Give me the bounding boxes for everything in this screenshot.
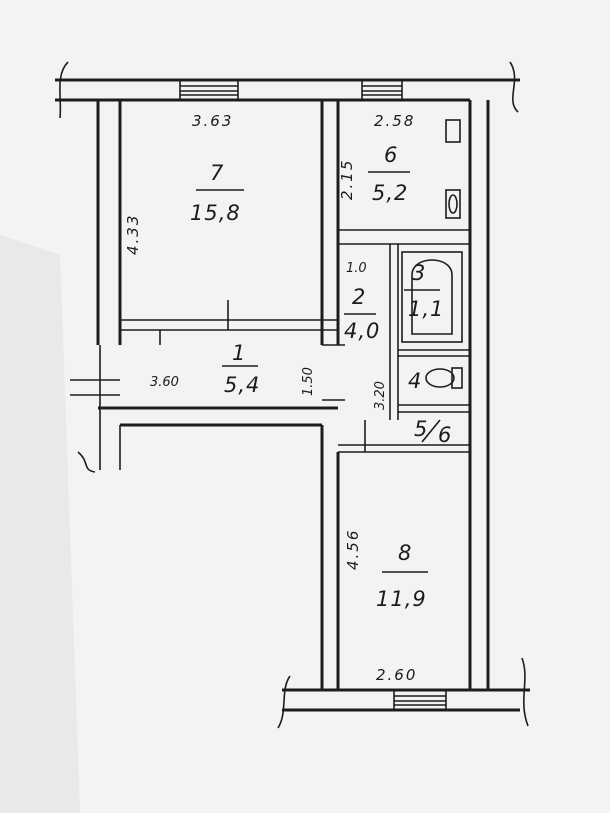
dim-top-left: 3.63 (192, 112, 233, 130)
room-3-id: 3 (412, 261, 426, 285)
labels: 3.63 2.58 7 15,8 6 5,2 4.33 2.15 1.0 2 4… (124, 112, 452, 684)
room-6-area: 5,2 (372, 181, 408, 205)
dim-small-1: 1.0 (346, 261, 367, 276)
room-7-area: 15,8 (190, 201, 241, 225)
room-7-id: 7 (210, 161, 224, 185)
dim-top-right: 2.58 (374, 112, 415, 130)
room-3-area: 1,1 (408, 297, 444, 321)
interior-walls (70, 100, 470, 690)
room-5-label: 5 (414, 417, 428, 441)
room-2-id: 2 (352, 285, 366, 309)
room-1-area: 5,4 (224, 373, 260, 397)
room-5-area: 6 (438, 423, 452, 447)
room-8-area: 11,9 (376, 587, 427, 611)
dim-small-3: 3.20 (373, 381, 388, 410)
room-4-id: 4 (408, 369, 422, 393)
dim-bedroom-width: 2.60 (376, 666, 417, 684)
dim-left-height: 4.33 (124, 214, 142, 255)
dim-bedroom-height: 4.56 (344, 529, 362, 570)
room-8-id: 8 (398, 541, 412, 565)
dim-kitchen-height: 2.15 (338, 159, 356, 200)
paper-shadow (0, 235, 80, 813)
windows (179, 79, 447, 711)
dim-small-2: 1.50 (301, 367, 316, 396)
room-1-id: 1 (232, 341, 246, 365)
dim-corridor: 3.60 (150, 375, 179, 390)
room-6-id: 6 (384, 143, 398, 167)
room-2-area: 4,0 (344, 319, 380, 343)
